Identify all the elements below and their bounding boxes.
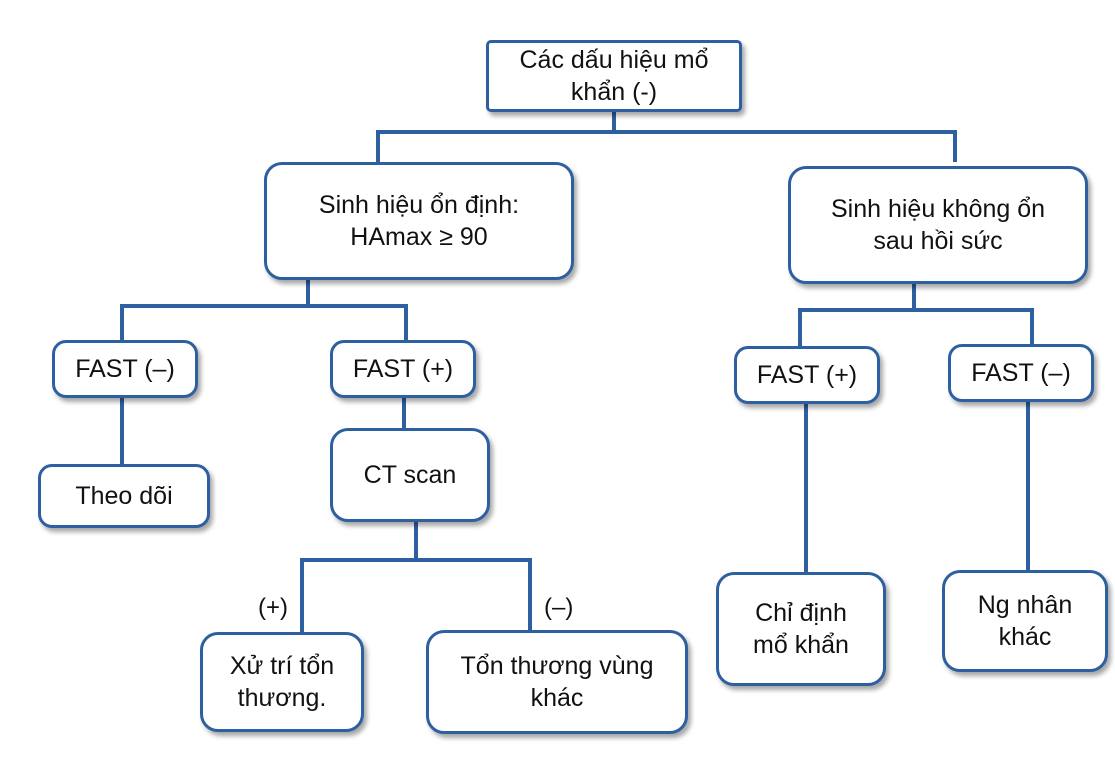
root-line2: khẩn (-) bbox=[570, 78, 658, 106]
stable-vitals-node: Sinh hiệu ổn định: HAmax ≥ 90 bbox=[264, 162, 574, 280]
right-fast-negative-node: FAST (–) bbox=[948, 344, 1094, 402]
stable-vitals-line2: HAmax ≥ 90 bbox=[350, 223, 488, 251]
ct-negative-edge-label: (–) bbox=[544, 594, 574, 621]
unstable-vitals-line1: Sinh hiệu không ổn bbox=[830, 194, 1046, 223]
other-region-injury-line2: khác bbox=[530, 684, 584, 712]
emergency-surgery-line2: mổ khẩn bbox=[753, 631, 849, 659]
right-fast-positive-node: FAST (+) bbox=[734, 346, 880, 404]
other-region-injury-line1: Tổn thương vùng bbox=[460, 651, 654, 680]
monitor-label: Theo dõi bbox=[75, 481, 173, 510]
right-fast-negative-label: FAST (–) bbox=[971, 358, 1071, 387]
left-fast-negative-label: FAST (–) bbox=[75, 354, 175, 383]
ct-scan-node: CT scan bbox=[330, 428, 490, 522]
root-line1: Các dấu hiệu mổ bbox=[519, 45, 709, 74]
treat-injury-line2: thương. bbox=[237, 684, 327, 712]
other-region-injury-node: Tổn thương vùng khác bbox=[426, 630, 688, 734]
ct-positive-edge-label: (+) bbox=[258, 594, 288, 621]
left-fast-negative-node: FAST (–) bbox=[52, 340, 198, 398]
stable-vitals-line1: Sinh hiệu ổn định: bbox=[318, 190, 520, 219]
treat-injury-line1: Xử trí tổn bbox=[229, 651, 335, 680]
root-node: Các dấu hiệu mổ khẩn (-) bbox=[486, 40, 742, 112]
other-cause-line2: khác bbox=[998, 623, 1052, 651]
left-fast-positive-label: FAST (+) bbox=[352, 354, 454, 383]
emergency-surgery-node: Chỉ định mổ khẩn bbox=[716, 572, 886, 686]
treat-injury-node: Xử trí tổn thương. bbox=[200, 632, 364, 732]
unstable-vitals-node: Sinh hiệu không ổn sau hồi sức bbox=[788, 166, 1088, 284]
monitor-node: Theo dõi bbox=[38, 464, 210, 528]
ct-scan-label: CT scan bbox=[363, 460, 457, 489]
emergency-surgery-line1: Chỉ định bbox=[755, 598, 847, 627]
right-fast-positive-label: FAST (+) bbox=[756, 360, 858, 389]
other-cause-node: Ng nhân khác bbox=[942, 570, 1108, 672]
unstable-vitals-line2: sau hồi sức bbox=[873, 227, 1003, 255]
left-fast-positive-node: FAST (+) bbox=[330, 340, 476, 398]
other-cause-line1: Ng nhân bbox=[977, 590, 1073, 619]
